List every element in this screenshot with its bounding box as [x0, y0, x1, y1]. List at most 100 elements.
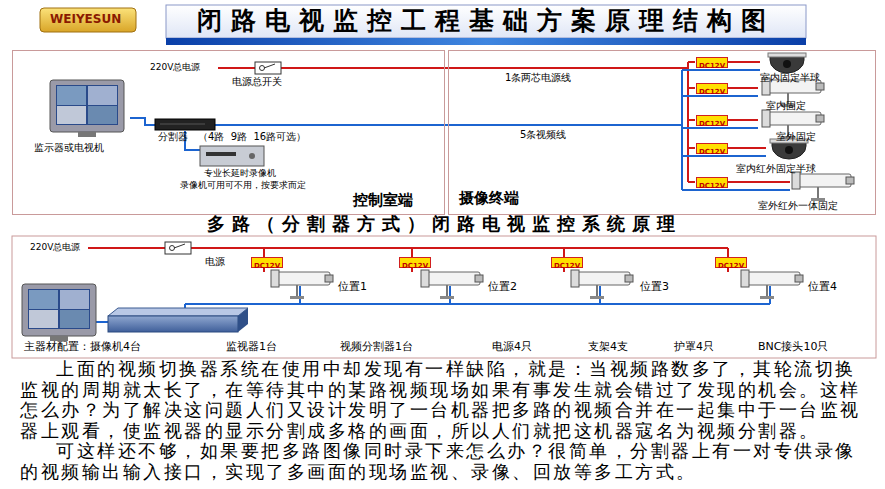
power-wire	[687, 62, 689, 182]
camera	[741, 270, 803, 299]
wire-label: 1条两芯电源线	[505, 72, 571, 84]
note: （4路 9路 16路可选）	[198, 131, 306, 143]
recorder	[206, 152, 236, 156]
video-wire	[682, 189, 790, 191]
power-adapter-box: DC12V	[715, 257, 747, 268]
power-wire	[724, 87, 758, 89]
video-wire	[185, 303, 770, 305]
camera	[768, 53, 806, 73]
power-adapter-box: DC12V	[696, 83, 728, 94]
part-name: 分割器	[158, 131, 188, 143]
power-wire	[688, 147, 695, 149]
power-wire	[688, 119, 695, 121]
equipment-item: 视频分割器1台	[340, 341, 413, 354]
power-wire	[724, 147, 766, 149]
voltage-label: DC12V	[699, 88, 725, 96]
video-wire	[299, 286, 301, 304]
voltage-label: DC12V	[699, 120, 725, 128]
video-wire	[96, 321, 108, 323]
power-wire	[411, 248, 413, 257]
voltage-label: DC12V	[254, 262, 280, 270]
switch-symbol	[165, 242, 191, 254]
position-label: 位置4	[808, 281, 837, 294]
camera-name: 室外红外一体固定	[758, 200, 838, 212]
camera	[792, 172, 854, 201]
voltage-label: DC12V	[554, 262, 580, 270]
power-label: 220V总电源	[30, 242, 80, 252]
power-adapter-box: DC12V	[696, 57, 728, 68]
title-frame	[166, 5, 806, 45]
power-wire	[281, 67, 688, 69]
voltage-label: DC12V	[699, 62, 725, 70]
position-label: 位置2	[488, 281, 517, 294]
power-wire	[688, 181, 695, 183]
switch-symbol	[170, 246, 175, 251]
monitor	[50, 80, 124, 137]
video-wire	[130, 118, 155, 125]
equipment-item: BNC接头10只	[758, 341, 828, 354]
caption: 多路（分割器方式）闭路电视监控系统原理	[12, 214, 876, 235]
monitor	[22, 284, 96, 341]
power-wire	[724, 61, 760, 63]
video-wire	[599, 286, 601, 304]
camera	[421, 270, 483, 299]
equipment-item: 电源4只	[492, 341, 532, 354]
title-frame	[166, 5, 806, 38]
power-wire	[688, 61, 695, 63]
position-label: 位置3	[640, 281, 669, 294]
power-wire	[218, 62, 790, 182]
power-wire	[688, 87, 695, 89]
power-adapter-box: DC12V	[399, 257, 431, 268]
power-adapter-box: DC12V	[696, 143, 728, 154]
equipment-item: 支架4支	[588, 341, 628, 354]
splitter	[108, 316, 238, 332]
camera	[271, 270, 333, 299]
voltage-label: DC12V	[718, 262, 744, 270]
panel-frame	[12, 236, 876, 358]
video-wire	[769, 286, 771, 304]
power-adapter-box: DC12V	[696, 177, 728, 188]
recorder	[200, 146, 264, 166]
camera-name: 室内红外固定半球	[736, 163, 816, 175]
equipment-item: 主器材配置：摄像机4台	[24, 341, 141, 354]
part-name: 监示器或电视机	[34, 142, 104, 154]
power-wire	[218, 67, 255, 69]
voltage-label: DC12V	[402, 262, 428, 270]
logo	[40, 8, 136, 32]
power-label: 220V总电源	[150, 62, 200, 72]
splitter	[238, 308, 248, 332]
video-wire	[130, 70, 790, 190]
paragraph: 可这样还不够，如果要把多路图像同时录下来怎么办？很简单，分割器上有一对专供录像的…	[20, 441, 870, 482]
voltage-label: DC12V	[699, 148, 725, 156]
power-wire	[88, 247, 165, 249]
switch-symbol	[255, 62, 281, 74]
power-adapter-box: DC12V	[696, 115, 728, 126]
part-name: 电源总开关	[232, 76, 282, 88]
video-wire	[449, 286, 451, 304]
paragraph: 上面的视频切换器系统在使用中却发现有一样缺陷，就是：当视频路数多了，其轮流切换监…	[20, 359, 870, 441]
splitter	[155, 119, 215, 130]
power-wire	[724, 119, 758, 121]
camera	[571, 270, 633, 299]
wire-label: 5条视频线	[520, 129, 566, 141]
equipment-item: 护罩4只	[674, 341, 714, 354]
power-adapter-box: DC12V	[551, 257, 583, 268]
switch-symbol	[255, 62, 281, 74]
equipment-item: 监视器1台	[226, 341, 277, 354]
switch-symbol	[174, 244, 185, 248]
camera-name: 室内固定	[766, 100, 806, 112]
note: 录像机可用可不用，按要求而定	[180, 180, 306, 190]
panel-label: 摄像终端	[459, 189, 519, 208]
splitter	[108, 308, 248, 332]
caption-text: 多路（分割器方式）闭路电视监控系统原理	[203, 213, 686, 234]
monitor	[50, 80, 124, 137]
switch-symbol	[264, 64, 275, 68]
title-text: 闭路电视监控工程基础方案原理结构图	[197, 7, 775, 36]
power-wire	[563, 248, 565, 257]
title-frame	[166, 38, 806, 45]
recorder	[200, 146, 264, 166]
power-adapter-box: DC12V	[251, 257, 283, 268]
part-name: 专业长延时录像机	[204, 168, 276, 178]
power-wire	[724, 181, 790, 183]
